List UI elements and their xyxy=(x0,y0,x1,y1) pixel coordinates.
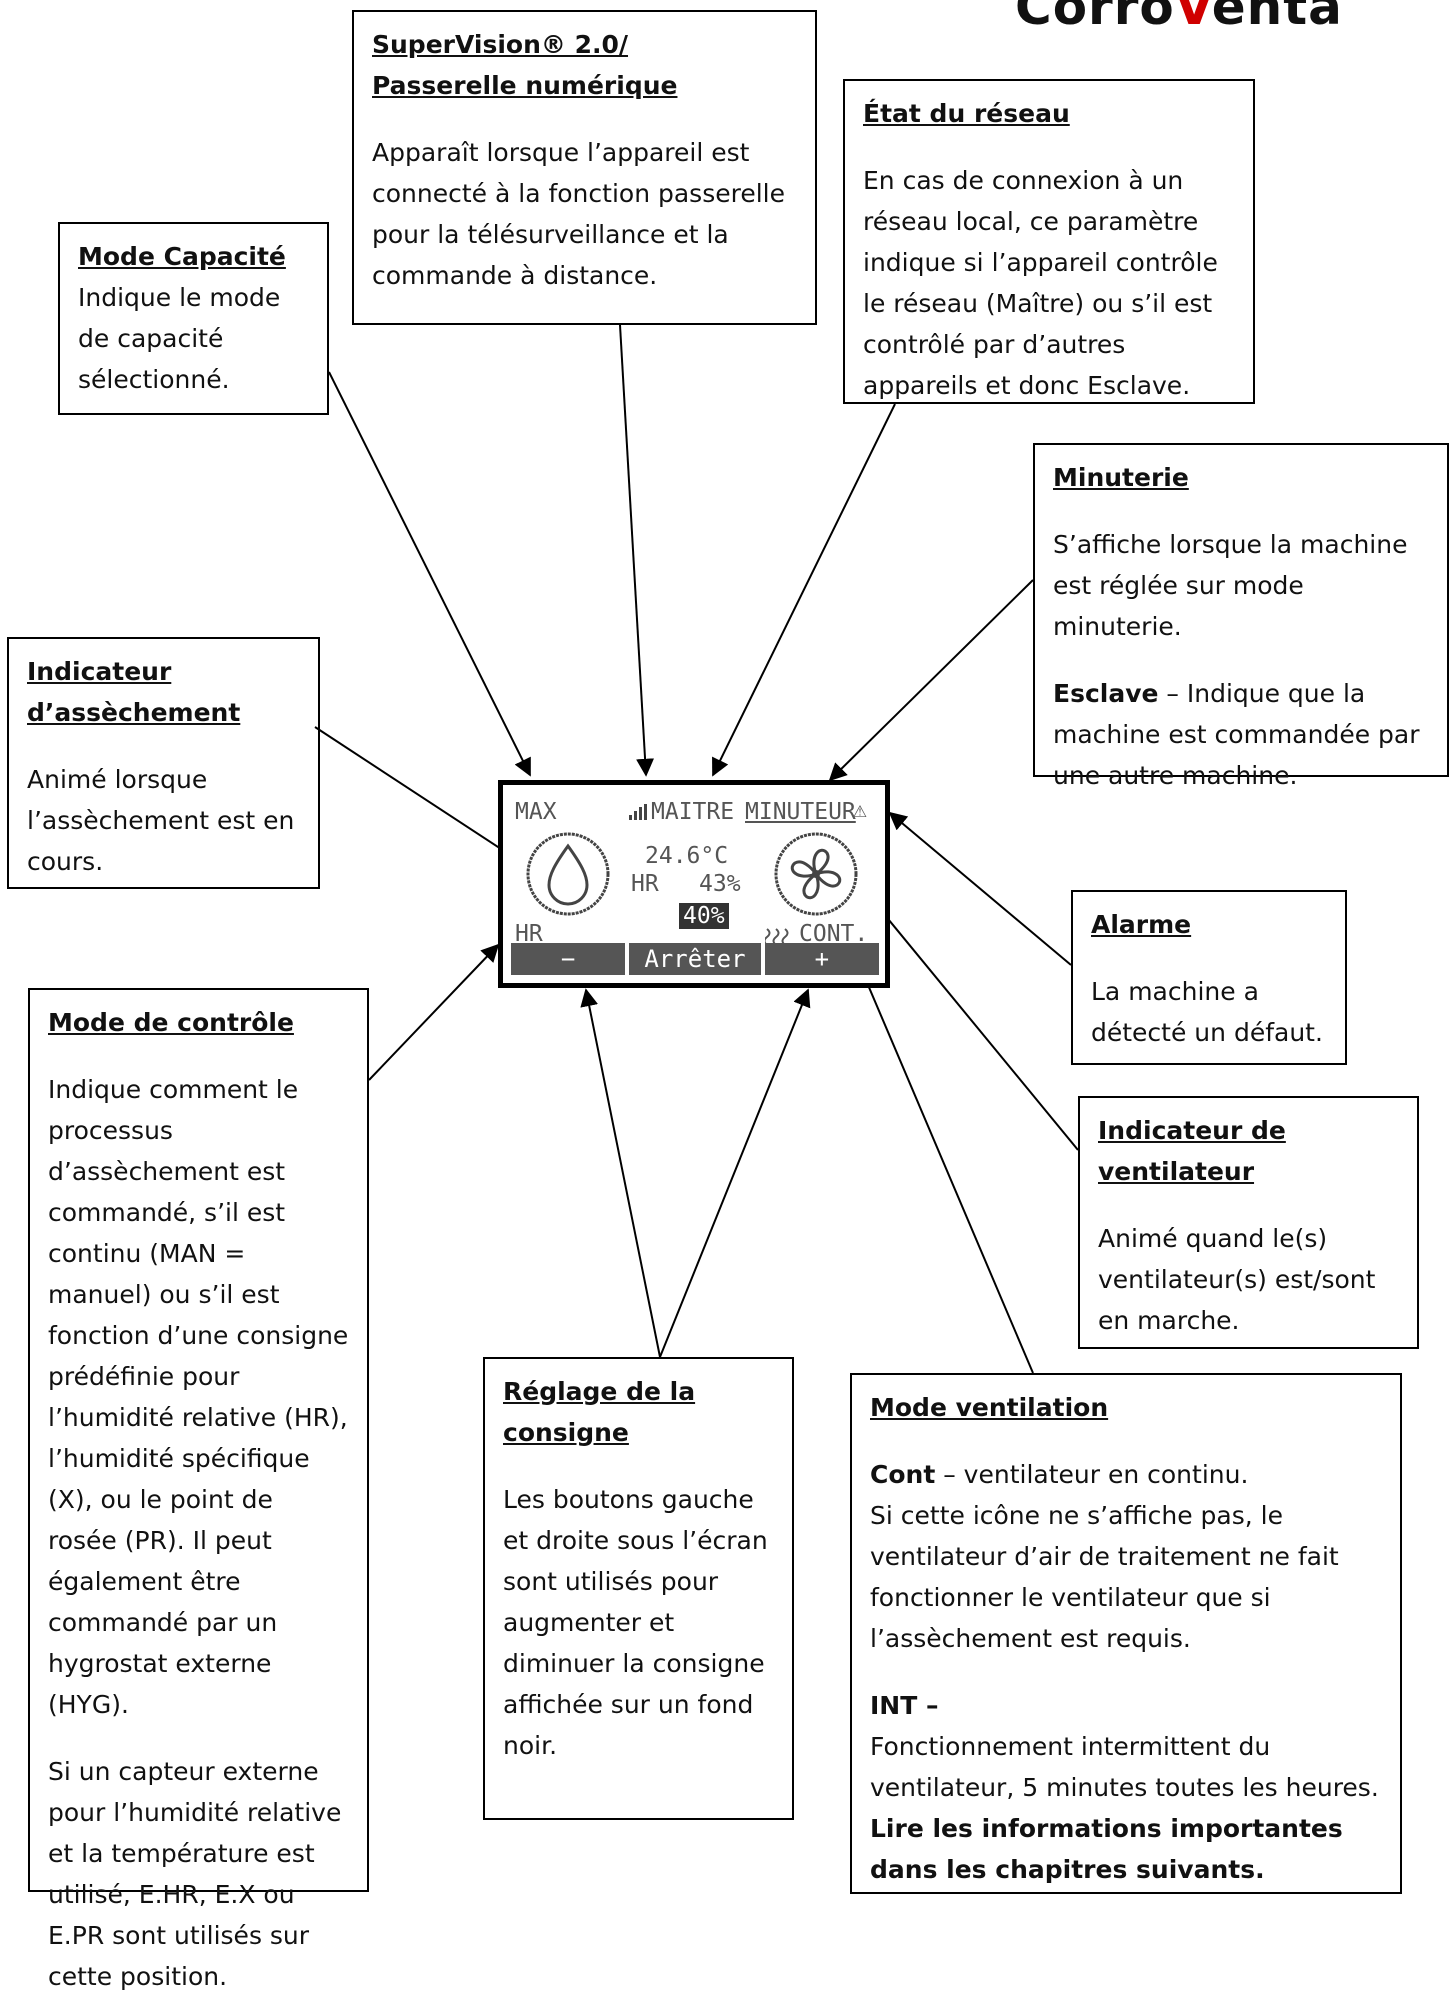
setpoint-box: Réglage de la consigne Les boutons gauch… xyxy=(483,1357,794,1820)
ventilation-cont: Cont – ventilateur en continu. Si cette i… xyxy=(870,1454,1382,1659)
ventilation-cont-bold: Cont xyxy=(870,1460,936,1489)
ventilation-cont-text2: Si cette icône ne s’affiche pas, le vent… xyxy=(870,1501,1339,1653)
lcd-button-bar: − Arrêter + xyxy=(511,943,879,975)
timer-text: S’affiche lorsque la machine est réglée … xyxy=(1053,530,1408,641)
control-mode-box: Mode de contrôle Indique comment le proc… xyxy=(28,988,369,1991)
arrow-fan-indicator xyxy=(854,878,1079,1151)
arrow-control xyxy=(368,943,500,1081)
network-text: En cas de connexion à un réseau local, c… xyxy=(863,166,1218,400)
callout-arrows xyxy=(314,324,1079,1374)
drying-indicator-box: Indicateur d’assèchement Animé lorsque l… xyxy=(7,637,320,889)
ventilation-int-bold: INT – xyxy=(870,1691,939,1720)
minus-button[interactable]: − xyxy=(511,943,626,975)
ventilation-cont-text: – ventilateur en continu. xyxy=(935,1460,1249,1489)
ventilation-int: INT – Fonctionnement intermittent du vent… xyxy=(870,1685,1382,1890)
timer-slave-desc: – Indique que la machine est commandée p… xyxy=(1053,679,1420,790)
timer-box: Minuterie S’affiche lorsque la machine e… xyxy=(1033,443,1449,790)
lcd-display: MAX MAITRE MINUTEUR ⚠ 24.6°C HR 43% 40% … xyxy=(498,780,890,988)
arrow-timer xyxy=(828,579,1034,782)
alarm-box: Alarme La machine a détecté un défaut. xyxy=(1071,890,1347,1065)
drying-title-line1: Indicateur xyxy=(27,657,172,686)
ventilation-note: Lire les informations importantes dans l… xyxy=(870,1814,1343,1884)
arrow-network xyxy=(712,403,896,777)
timer-slave-text: Esclave – Indique que la machine est com… xyxy=(1053,673,1429,796)
supervision-text: Apparaît lorsque l’appareil est connecté… xyxy=(372,138,785,290)
lcd-control-mode: HR xyxy=(515,921,543,947)
capacity-title: Mode Capacité xyxy=(78,242,286,271)
arrow-drying xyxy=(314,726,532,869)
capacity-box: Mode Capacité Indique le mode de capacit… xyxy=(58,222,329,415)
network-title: État du réseau xyxy=(863,99,1070,128)
alarm-title: Alarme xyxy=(1091,910,1192,939)
arrow-alarm xyxy=(888,811,1072,966)
fan-icon xyxy=(774,832,858,916)
lcd-fan-mode: CONT. xyxy=(799,921,869,947)
fan-indicator-title-line2: ventilateur xyxy=(1098,1157,1255,1186)
drying-text: Animé lorsque l’assèchement est en cours… xyxy=(27,765,295,876)
corroventa-logo: CorroVenta xyxy=(1015,0,1343,36)
capacity-text: Indique le mode de capacité sélectionné. xyxy=(78,283,281,394)
arrow-setpoint-right xyxy=(659,988,811,1358)
arrow-capacity xyxy=(328,371,531,777)
plus-button[interactable]: + xyxy=(764,943,879,975)
ventilation-title: Mode ventilation xyxy=(870,1393,1109,1422)
setpoint-title-line1: Réglage de la xyxy=(503,1377,696,1406)
lcd-temperature: 24.6°C xyxy=(645,843,729,869)
drying-title-line2: d’assèchement xyxy=(27,698,241,727)
lcd-capacity: MAX xyxy=(515,799,557,825)
setpoint-text: Les boutons gauche et droite sous l’écra… xyxy=(503,1485,768,1760)
network-box: État du réseau En cas de connexion à un … xyxy=(843,79,1255,404)
lcd-humidity-value: 43% xyxy=(699,871,741,897)
control-text-1: Indique comment le processus d’assècheme… xyxy=(48,1075,349,1719)
arrow-setpoint-left xyxy=(580,988,661,1358)
fan-indicator-box: Indicateur de ventilateur Animé quand le… xyxy=(1078,1096,1419,1349)
signal-icon xyxy=(629,804,647,820)
logo-prefix: Corro xyxy=(1015,0,1175,36)
alarm-text: La machine a détecté un défaut. xyxy=(1091,977,1323,1047)
lcd-timer: MINUTEUR xyxy=(745,799,856,825)
ventilation-int-text: Fonctionnement intermittent du ventilate… xyxy=(870,1732,1379,1802)
lcd-humidity-label: HR xyxy=(631,871,659,897)
fan-indicator-text: Animé quand le(s) ventilateur(s) est/son… xyxy=(1098,1224,1376,1335)
alarm-icon: ⚠ xyxy=(853,797,867,823)
drop-icon xyxy=(526,832,610,916)
ventilation-box: Mode ventilation Cont – ventilateur en c… xyxy=(850,1373,1402,1894)
fan-indicator-title-line1: Indicateur de xyxy=(1098,1116,1286,1145)
lcd-network: MAITRE xyxy=(651,799,735,825)
logo-accent: V xyxy=(1174,0,1212,36)
supervision-title-line2: Passerelle numérique xyxy=(372,71,678,100)
stop-button[interactable]: Arrêter xyxy=(629,943,761,975)
timer-slave-bold: Esclave xyxy=(1053,679,1159,708)
supervision-title-line1: SuperVision® 2.0/ xyxy=(372,30,629,59)
heat-wave-icon xyxy=(765,928,789,946)
supervision-box: SuperVision® 2.0/ Passerelle numérique A… xyxy=(352,10,817,325)
logo-suffix: enta xyxy=(1211,0,1343,36)
control-title: Mode de contrôle xyxy=(48,1008,294,1037)
lcd-setpoint: 40% xyxy=(679,903,729,929)
arrow-supervision xyxy=(619,324,655,777)
arrow-ventilation xyxy=(849,943,1034,1374)
timer-title: Minuterie xyxy=(1053,463,1189,492)
setpoint-title-line2: consigne xyxy=(503,1418,629,1447)
